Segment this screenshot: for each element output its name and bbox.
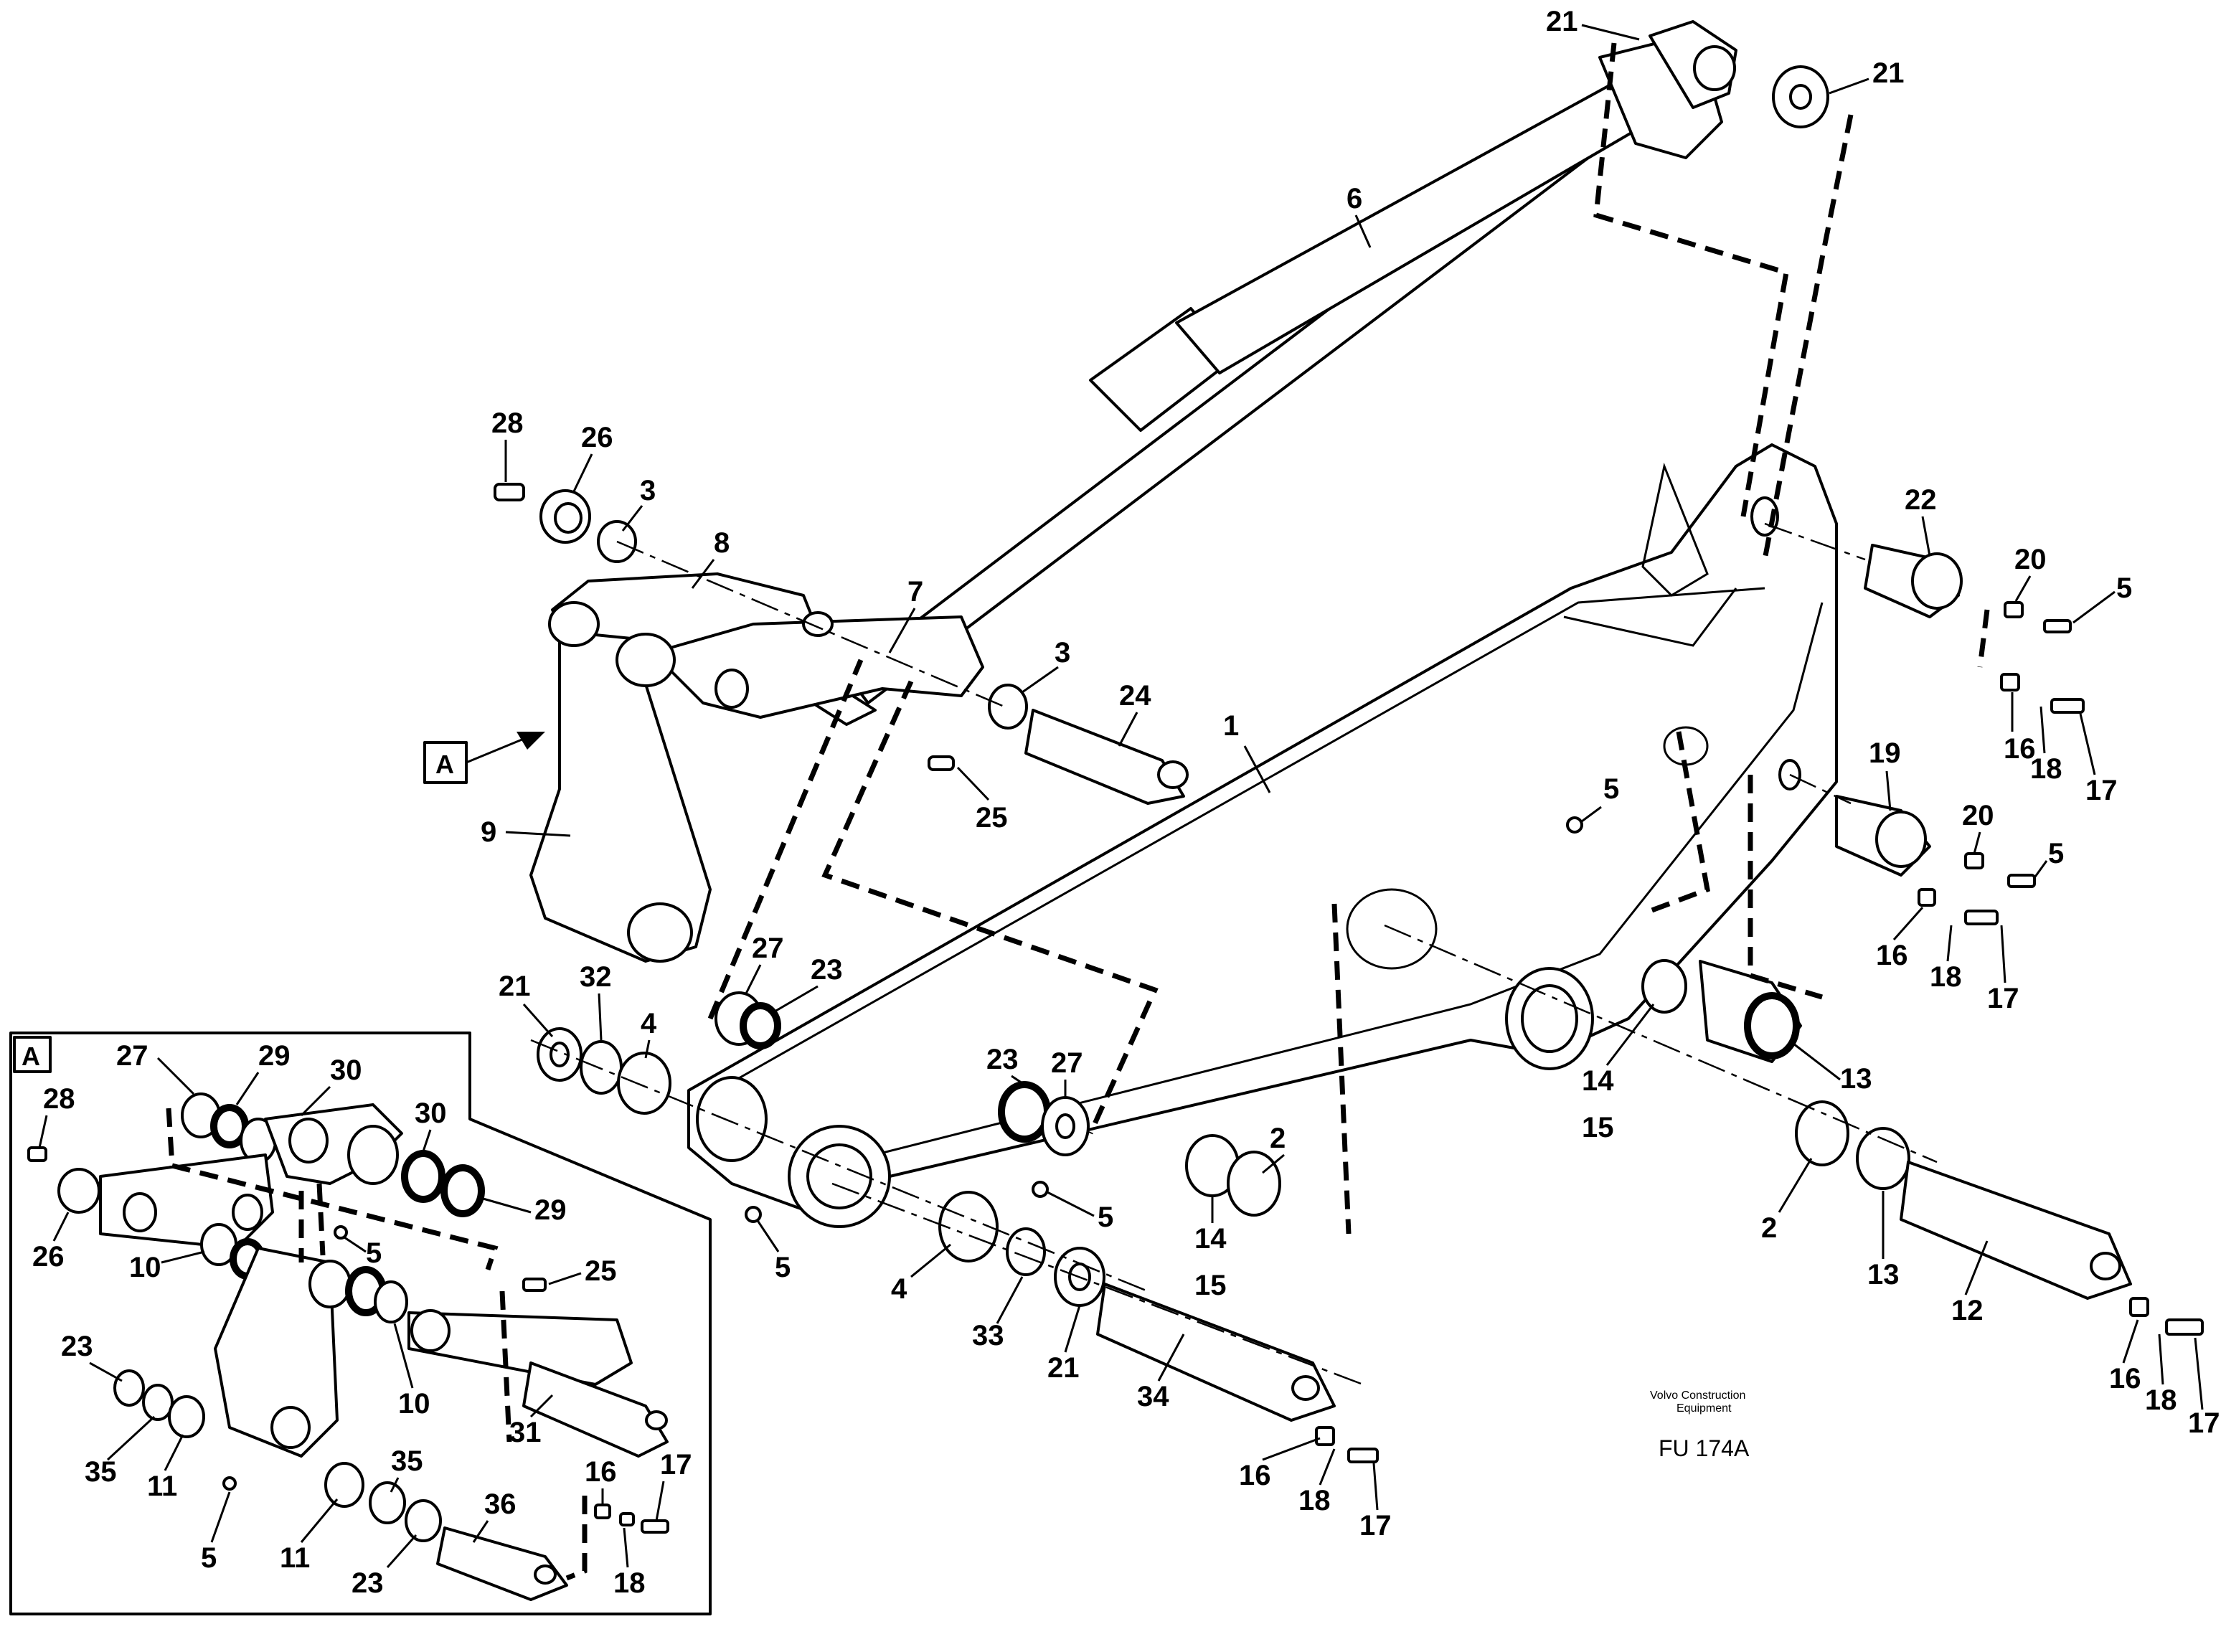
callout-18-c: 18 xyxy=(2145,1384,2177,1416)
detail-callout-31: 31 xyxy=(509,1417,542,1448)
detail-a-title: A xyxy=(22,1042,40,1071)
callout-16-c: 16 xyxy=(2109,1363,2141,1394)
callout-28: 28 xyxy=(491,407,524,439)
detail-callout-26: 26 xyxy=(32,1241,65,1273)
callout-16-d: 16 xyxy=(1239,1460,1271,1491)
callout-1: 1 xyxy=(1223,710,1239,742)
callout-34: 34 xyxy=(1137,1381,1169,1412)
callout-27-mid: 27 xyxy=(1051,1047,1083,1079)
callout-14-mid: 14 xyxy=(1194,1223,1227,1255)
callout-9: 9 xyxy=(481,816,496,848)
detail-callout-25: 25 xyxy=(585,1255,617,1287)
callout-15-mid: 15 xyxy=(1194,1270,1227,1301)
view-marker: A xyxy=(423,732,545,784)
detail-callout-36: 36 xyxy=(484,1488,517,1520)
callout-15-right: 15 xyxy=(1582,1112,1614,1143)
callout-27-top: 27 xyxy=(752,933,784,964)
callout-21-top-right: 21 xyxy=(1872,57,1905,89)
callout-13-bottom: 13 xyxy=(1867,1259,1900,1290)
detail-callout-28: 28 xyxy=(43,1083,75,1115)
drawing-code: FU 174A xyxy=(1659,1435,1750,1461)
callout-8: 8 xyxy=(714,527,730,559)
callout-24: 24 xyxy=(1119,680,1151,712)
callout-23-top: 23 xyxy=(811,954,843,986)
detail-callout-29-right: 29 xyxy=(534,1194,567,1226)
callout-23-mid: 23 xyxy=(986,1044,1019,1075)
callout-17-a: 17 xyxy=(2085,775,2118,806)
callout-20-mid: 20 xyxy=(1962,800,1994,831)
detail-callout-35-left: 35 xyxy=(85,1456,117,1488)
detail-callout-27: 27 xyxy=(116,1040,148,1072)
callout-4-bottom: 4 xyxy=(891,1273,907,1305)
boom-body xyxy=(687,443,1838,1228)
detail-callout-11-bottom: 11 xyxy=(280,1542,310,1574)
callout-21-top-left: 21 xyxy=(1546,6,1578,37)
detail-callout-30-right: 30 xyxy=(415,1098,447,1129)
detail-a-inset: A xyxy=(9,1032,712,1615)
callout-18-d: 18 xyxy=(1298,1485,1331,1516)
callout-12: 12 xyxy=(1951,1295,1984,1326)
callout-16-b: 16 xyxy=(1876,940,1908,971)
company-name-line2: Equipment xyxy=(1676,1402,1732,1415)
callout-5-left: 5 xyxy=(775,1252,791,1283)
callout-25: 25 xyxy=(976,802,1008,834)
link-assembly xyxy=(529,572,984,963)
detail-callout-18: 18 xyxy=(613,1567,646,1599)
detail-callout-10-left: 10 xyxy=(129,1252,161,1283)
callout-26: 26 xyxy=(581,422,613,453)
callout-5-right-mid: 5 xyxy=(2048,838,2064,869)
detail-callout-10-right: 10 xyxy=(398,1388,430,1420)
detail-callout-30-top: 30 xyxy=(330,1054,362,1086)
callout-21-left: 21 xyxy=(499,971,531,1002)
callout-3-top: 3 xyxy=(640,475,656,506)
callout-6: 6 xyxy=(1347,183,1362,214)
detail-callout-23-bottom: 23 xyxy=(352,1567,384,1599)
callout-13-right: 13 xyxy=(1840,1063,1872,1095)
callout-21-bottom: 21 xyxy=(1047,1352,1080,1384)
callout-17-c: 17 xyxy=(2188,1407,2220,1439)
view-marker-label: A xyxy=(435,750,454,779)
callout-labels: 1 2 2 3 3 4 4 5 5 5 5 5 6 7 8 9 12 13 xyxy=(481,6,2220,1542)
detail-callout-23-left: 23 xyxy=(61,1331,93,1362)
detail-callout-29-top: 29 xyxy=(258,1040,291,1072)
callout-19: 19 xyxy=(1869,737,1901,769)
callout-18-b: 18 xyxy=(1930,961,1962,993)
callout-17-b: 17 xyxy=(1987,983,2019,1014)
center-lines xyxy=(530,522,1938,1386)
detail-callout-17: 17 xyxy=(660,1449,692,1481)
detail-callout-35-right: 35 xyxy=(391,1445,423,1477)
detail-callout-16: 16 xyxy=(585,1456,617,1488)
callout-32: 32 xyxy=(580,961,612,993)
callout-17-d: 17 xyxy=(1359,1510,1392,1542)
callout-5-boom: 5 xyxy=(1603,773,1619,805)
callout-4-left: 4 xyxy=(641,1008,657,1039)
callout-20-top: 20 xyxy=(2014,544,2047,575)
callout-18-a: 18 xyxy=(2030,753,2062,785)
callout-7: 7 xyxy=(907,576,923,608)
drawing-footer: Volvo Construction Equipment FU 174A xyxy=(1650,1389,1750,1461)
detail-callout-5-top: 5 xyxy=(366,1237,382,1269)
detail-callout-5-bottom: 5 xyxy=(201,1542,217,1574)
detail-callout-11-left: 11 xyxy=(147,1471,177,1502)
callout-22: 22 xyxy=(1905,484,1937,516)
callout-3-mid: 3 xyxy=(1055,637,1070,669)
callout-5-right-top: 5 xyxy=(2116,572,2132,604)
callout-2-left: 2 xyxy=(1270,1123,1286,1154)
callout-2-right: 2 xyxy=(1761,1212,1777,1244)
callout-14-right: 14 xyxy=(1582,1065,1614,1097)
loose-parts xyxy=(494,65,2204,1463)
assembly-brackets xyxy=(707,42,1990,1235)
callout-33: 33 xyxy=(972,1320,1004,1351)
company-name-line1: Volvo Construction xyxy=(1650,1389,1745,1402)
callout-16-a: 16 xyxy=(2004,733,2036,765)
callout-5-mid: 5 xyxy=(1098,1202,1113,1233)
